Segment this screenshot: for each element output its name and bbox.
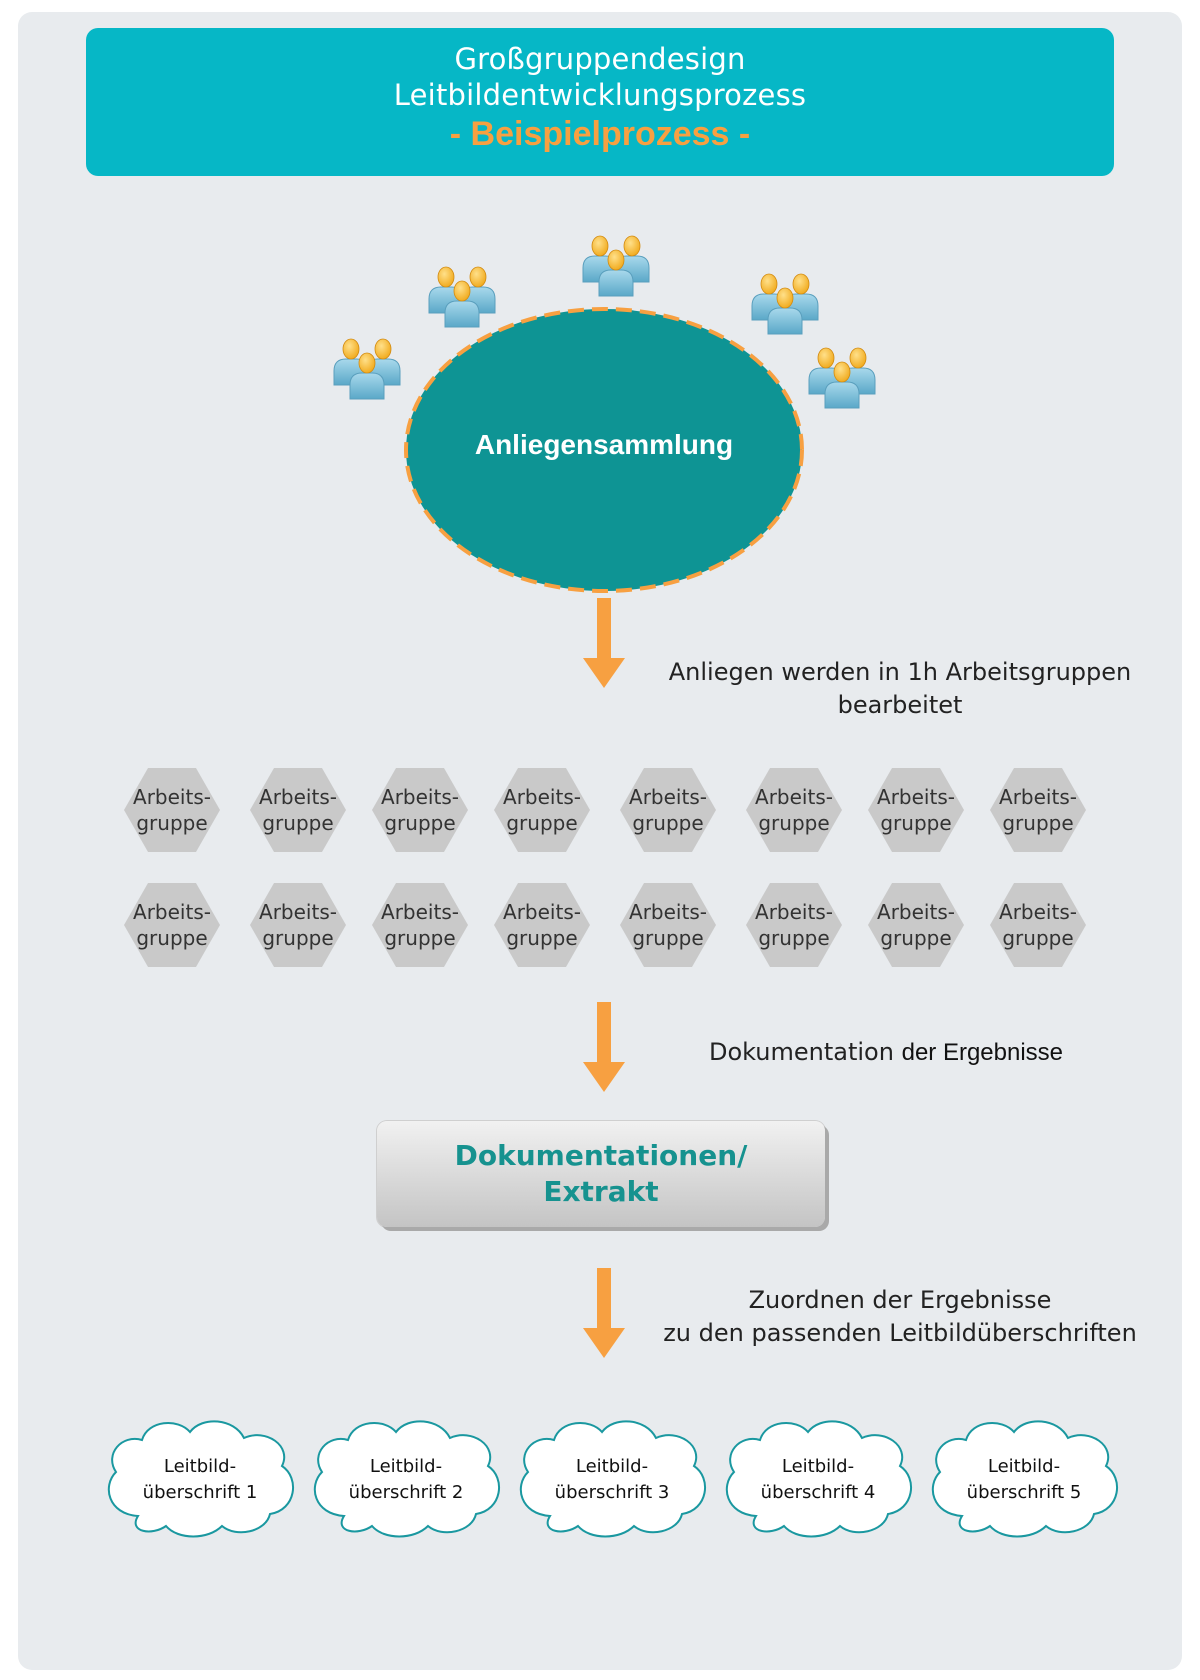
work-group-label: Arbeits-gruppe [117,784,227,836]
work-group-label: Arbeits-gruppe [613,784,723,836]
arrow-down-icon [583,598,625,688]
work-group-label-line-1: Arbeits- [381,785,459,809]
cloud-label-line-2: überschrift 1 [142,1482,258,1503]
cloud-label-line-2: überschrift 2 [348,1482,464,1503]
work-group-label: Arbeits-gruppe [243,784,353,836]
work-group-label: Arbeits-gruppe [861,899,971,951]
work-group-label-line-2: gruppe [136,811,208,835]
work-group-label: Arbeits-gruppe [983,784,1093,836]
work-group-label-line-2: gruppe [880,811,952,835]
work-group-label-line-1: Arbeits- [755,900,833,924]
work-group-label-line-1: Arbeits- [259,785,337,809]
work-group-label-line-2: gruppe [758,926,830,950]
title-subtitle: - Beispielprozess - [449,115,751,153]
work-group-label-line-1: Arbeits- [629,785,707,809]
work-group-label-line-2: gruppe [506,926,578,950]
step-2-part-1: Dokumentation [708,1038,894,1066]
work-group-label-line-1: Arbeits- [259,900,337,924]
arrow-down-icon [583,1268,625,1358]
work-group-label-line-2: gruppe [632,811,704,835]
people-group-icon [583,236,649,296]
work-group-label-line-2: gruppe [384,811,456,835]
work-group-label: Arbeits-gruppe [861,784,971,836]
people-group-icon [334,339,400,399]
cloud-label-line-1: Leitbild- [781,1456,855,1477]
cloud-label-line-1: Leitbild- [163,1456,237,1477]
work-group-label-line-2: gruppe [880,926,952,950]
work-group-label: Arbeits-gruppe [365,899,475,951]
work-group-label-line-1: Arbeits- [629,900,707,924]
cloud-label-line-1: Leitbild- [575,1456,649,1477]
work-group-label-line-1: Arbeits- [999,785,1077,809]
work-group-label-line-1: Arbeits- [877,900,955,924]
work-group-label-line-2: gruppe [136,926,208,950]
work-group-label-line-2: gruppe [262,926,334,950]
work-group-label: Arbeits-gruppe [613,899,723,951]
work-group-label: Arbeits-gruppe [487,899,597,951]
work-group-label-line-2: gruppe [758,811,830,835]
center-ellipse [404,307,804,593]
title-banner: Großgruppendesign Leitbildentwicklungspr… [86,28,1114,176]
center-node-label: Anliegensammlung [474,429,734,460]
work-group-label: Arbeits-gruppe [117,899,227,951]
cloud-label-line-2: überschrift 3 [554,1482,670,1503]
work-group-label-line-2: gruppe [1002,926,1074,950]
people-group-icon [429,267,495,327]
work-group-label-line-2: gruppe [632,926,704,950]
work-group-label-line-2: gruppe [262,811,334,835]
work-group-label-line-1: Arbeits- [503,900,581,924]
cloud-label-4: Leitbild-überschrift 4 [728,1454,908,1506]
work-group-label-line-1: Arbeits- [999,900,1077,924]
step-2-caption: Dokumentation der Ergebnisse [676,1036,1096,1069]
people-group-icon [752,274,818,334]
work-group-label-line-1: Arbeits- [381,900,459,924]
work-group-label-line-1: Arbeits- [755,785,833,809]
work-group-label: Arbeits-gruppe [487,784,597,836]
arrow-down-icon [583,1002,625,1092]
step-1-caption: Anliegen werden in 1h Arbeitsgruppen bea… [640,656,1160,722]
people-group-icon [809,348,875,408]
work-group-label-line-2: gruppe [384,926,456,950]
doc-box-line-2: Extrakt [543,1175,659,1208]
work-group-label: Arbeits-gruppe [739,784,849,836]
work-group-label: Arbeits-gruppe [243,899,353,951]
work-group-label-line-1: Arbeits- [877,785,955,809]
work-group-label-line-2: gruppe [506,811,578,835]
cloud-label-line-1: Leitbild- [987,1456,1061,1477]
title-line-2: Leitbildentwicklungsprozess [393,78,807,112]
work-group-label-line-2: gruppe [1002,811,1074,835]
work-group-label-line-1: Arbeits- [503,785,581,809]
work-group-label-line-1: Arbeits- [133,900,211,924]
documentation-box: Dokumentationen/ Extrakt [377,1121,825,1227]
step-3-line-2: zu den passenden Leitbildüberschriften [663,1319,1137,1347]
cloud-label-line-2: überschrift 5 [966,1482,1082,1503]
work-group-label: Arbeits-gruppe [983,899,1093,951]
step-3-caption: Zuordnen der Ergebnisse zu den passenden… [640,1284,1160,1350]
title-line-1: Großgruppendesign [454,42,746,76]
step-3-line-1: Zuordnen der Ergebnisse [748,1286,1052,1314]
cloud-label-1: Leitbild-überschrift 1 [110,1454,290,1506]
step-1-line-1: Anliegen werden in 1h Arbeitsgruppen [668,658,1132,686]
work-group-label: Arbeits-gruppe [739,899,849,951]
step-2-part-2: der Ergebnisse [901,1039,1064,1066]
work-group-label-line-1: Arbeits- [133,785,211,809]
cloud-label-5: Leitbild-überschrift 5 [934,1454,1114,1506]
cloud-label-line-2: überschrift 4 [760,1482,876,1503]
step-1-line-2: bearbeitet [837,691,963,719]
work-group-label: Arbeits-gruppe [365,784,475,836]
cloud-label-line-1: Leitbild- [369,1456,443,1477]
doc-box-line-1: Dokumentationen/ [454,1139,748,1172]
cloud-label-2: Leitbild-überschrift 2 [316,1454,496,1506]
cloud-label-3: Leitbild-überschrift 3 [522,1454,702,1506]
